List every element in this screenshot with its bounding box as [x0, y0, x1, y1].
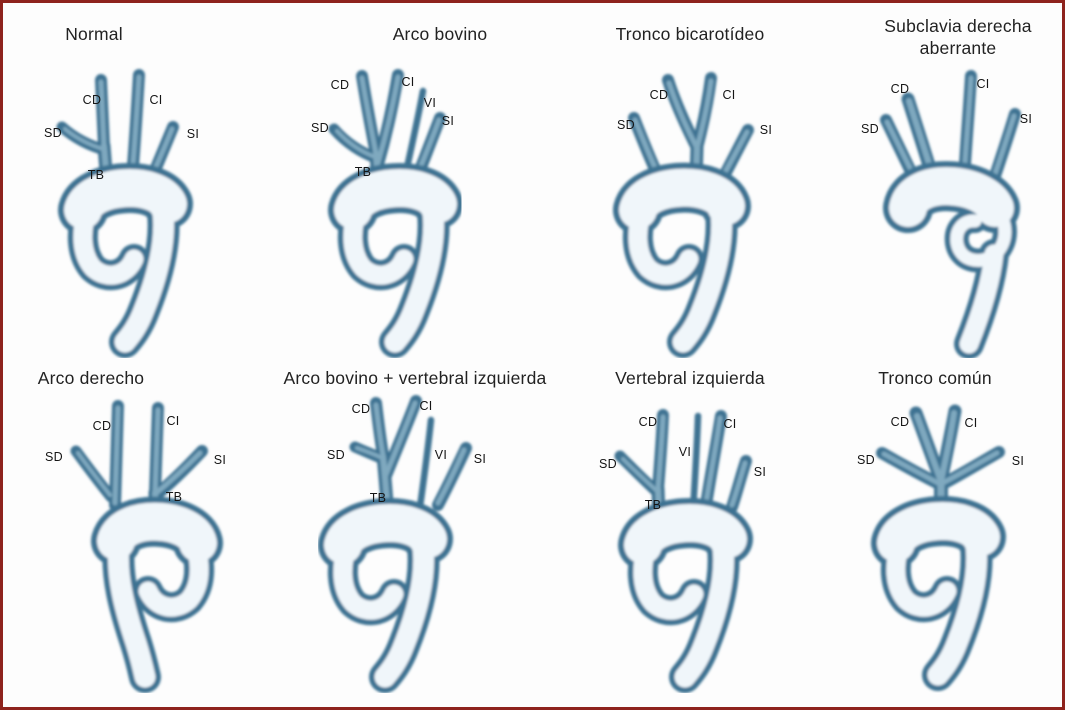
- panel-title-subclavia-derecha-aberrante: Subclavia derecha aberrante: [884, 16, 1032, 58]
- branch-label-si: SI: [1019, 112, 1033, 126]
- panel-title-normal: Normal: [65, 24, 123, 44]
- branch-label-ci: CI: [723, 417, 737, 431]
- branch-label-tb: TB: [165, 490, 183, 504]
- panel-title-tronco-bicarotideo: Tronco bicarotídeo: [615, 24, 765, 44]
- branch-label-sd: SD: [617, 118, 635, 132]
- aorta-illustration-bovino-vertebral: [318, 395, 472, 693]
- branch-label-si: SI: [473, 452, 487, 466]
- branch-label-cd: CD: [330, 78, 350, 92]
- panel-arco-bovino-vertebral-izquierda: CD CI SD VI SI TB: [288, 393, 518, 693]
- panel-vertebral-izquierda: CD VI CI SD SI TB: [588, 393, 818, 693]
- branch-label-sd: SD: [861, 122, 879, 136]
- branch-label-cd: CD: [890, 415, 910, 429]
- branch-label-cd: CD: [351, 402, 371, 416]
- panel-arco-bovino: CD CI VI SD SI TB: [298, 58, 528, 358]
- panel-title-arco-bovino-vertebral-izquierda: Arco bovino + vertebral izquierda: [283, 368, 547, 388]
- branch-label-ci: CI: [722, 88, 736, 102]
- aorta-illustration-normal: [56, 69, 193, 358]
- aorta-illustration-arco-bovino: [328, 69, 463, 358]
- branch-label-si: SI: [753, 465, 767, 479]
- panel-title-arco-derecho: Arco derecho: [37, 368, 145, 388]
- branch-label-vi: VI: [423, 96, 437, 110]
- branch-label-tb: TB: [369, 491, 387, 505]
- aorta-illustration-arco-derecho: [70, 400, 223, 693]
- branch-label-ci: CI: [419, 399, 433, 413]
- branch-label-si: SI: [1011, 454, 1025, 468]
- branch-label-sd: SD: [599, 457, 617, 471]
- panel-title-vertebral-izquierda: Vertebral izquierda: [615, 368, 765, 388]
- branch-label-sd: SD: [311, 121, 329, 135]
- vessel-vi: [416, 416, 435, 511]
- panel-normal: CD CI SD SI TB: [28, 58, 258, 358]
- branch-label-si: SI: [759, 123, 773, 137]
- aorta-illustration-tronco-bicarotideo: [613, 72, 754, 358]
- aorta-illustration-subclavia-aberrante: [880, 70, 1021, 358]
- branch-label-tb: TB: [87, 168, 105, 182]
- panel-arco-derecho: CD CI SD SI TB: [28, 393, 258, 693]
- branch-label-cd: CD: [890, 82, 910, 96]
- branch-label-cd: CD: [82, 93, 102, 107]
- branch-label-ci: CI: [166, 414, 180, 428]
- vessel-vi: [689, 412, 702, 515]
- branch-label-sd: SD: [327, 448, 345, 462]
- branch-label-sd: SD: [45, 450, 63, 464]
- panel-tronco-comun: CD CI SD SI: [838, 393, 1062, 693]
- aorta-illustration-vertebral-izquierda: [614, 409, 753, 693]
- branch-label-sd: SD: [857, 453, 875, 467]
- panel-title-arco-bovino: Arco bovino: [392, 24, 488, 44]
- branch-label-ci: CI: [401, 75, 415, 89]
- branch-label-si: SI: [186, 127, 200, 141]
- branch-label-tb: TB: [644, 498, 662, 512]
- branch-label-cd: CD: [92, 419, 112, 433]
- branch-label-cd: CD: [649, 88, 669, 102]
- branch-label-si: SI: [441, 114, 455, 128]
- branch-label-vi: VI: [678, 445, 692, 459]
- branch-label-sd: SD: [44, 126, 62, 140]
- aorta-illustration-tronco-comun: [871, 404, 1006, 691]
- panel-subclavia-derecha-aberrante: CD CI SD SI: [848, 58, 1062, 358]
- branch-label-vi: VI: [434, 448, 448, 462]
- branch-label-ci: CI: [149, 93, 163, 107]
- branch-label-tb: TB: [354, 165, 372, 179]
- branch-label-ci: CI: [964, 416, 978, 430]
- panel-title-tronco-comun: Tronco común: [878, 368, 992, 388]
- branch-label-si: SI: [213, 453, 227, 467]
- branch-label-ci: CI: [976, 77, 990, 91]
- panel-tronco-bicarotideo: CD CI SD SI: [578, 58, 808, 358]
- branch-label-cd: CD: [638, 415, 658, 429]
